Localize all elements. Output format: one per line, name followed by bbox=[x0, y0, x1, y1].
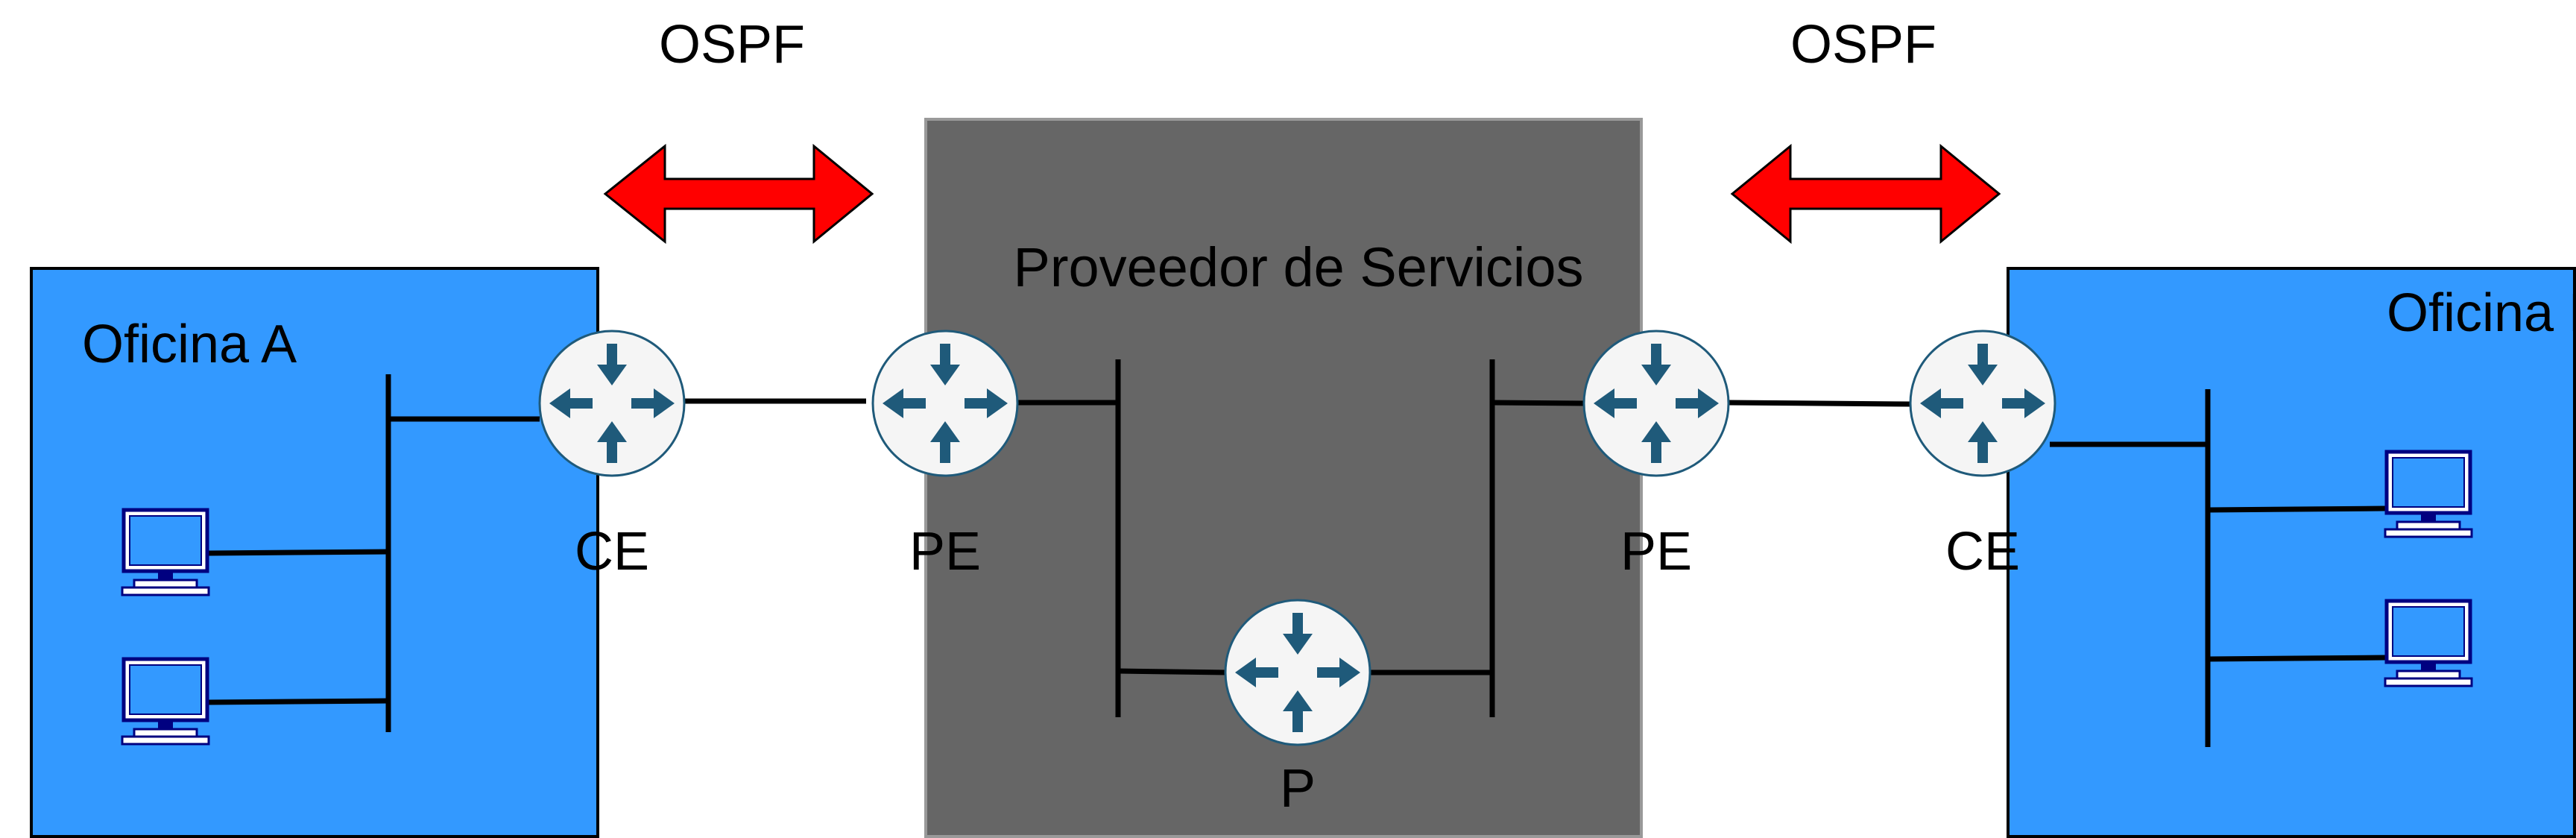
router-pe-left-icon bbox=[871, 330, 1019, 477]
link-pe-ce-right bbox=[1727, 400, 1910, 407]
computer-a2-icon bbox=[122, 659, 209, 744]
office-b-label: Oficina B bbox=[2387, 283, 2576, 343]
provider-backbone bbox=[1018, 359, 1585, 717]
provider-label: Proveedor de Servicios bbox=[1013, 236, 1583, 298]
router-p-label: P bbox=[1280, 759, 1316, 819]
router-ce-right-label: CE bbox=[1945, 522, 2020, 582]
office-b-lan bbox=[2050, 389, 2386, 747]
router-pe-left-label: PE bbox=[909, 522, 981, 582]
ospf-arrow-right bbox=[1730, 143, 2001, 245]
router-ce-left-label: CE bbox=[575, 522, 649, 582]
ospf-label-left: OSPF bbox=[659, 15, 805, 75]
office-a-lan bbox=[208, 374, 540, 732]
router-pe-right-label: PE bbox=[1620, 522, 1692, 582]
router-ce-right-icon bbox=[1909, 330, 2056, 477]
computer-a1-icon bbox=[122, 510, 209, 595]
router-p-icon bbox=[1224, 599, 1371, 746]
ospf-arrow-left bbox=[603, 143, 874, 245]
office-b-box bbox=[2007, 267, 2576, 838]
office-a-label: Oficina A bbox=[82, 315, 297, 374]
ospf-label-right: OSPF bbox=[1790, 15, 1936, 75]
computer-b2-icon bbox=[2385, 601, 2472, 686]
computer-b1-icon bbox=[2385, 452, 2472, 537]
router-ce-left-icon bbox=[538, 330, 686, 477]
router-pe-right-icon bbox=[1582, 330, 1730, 477]
